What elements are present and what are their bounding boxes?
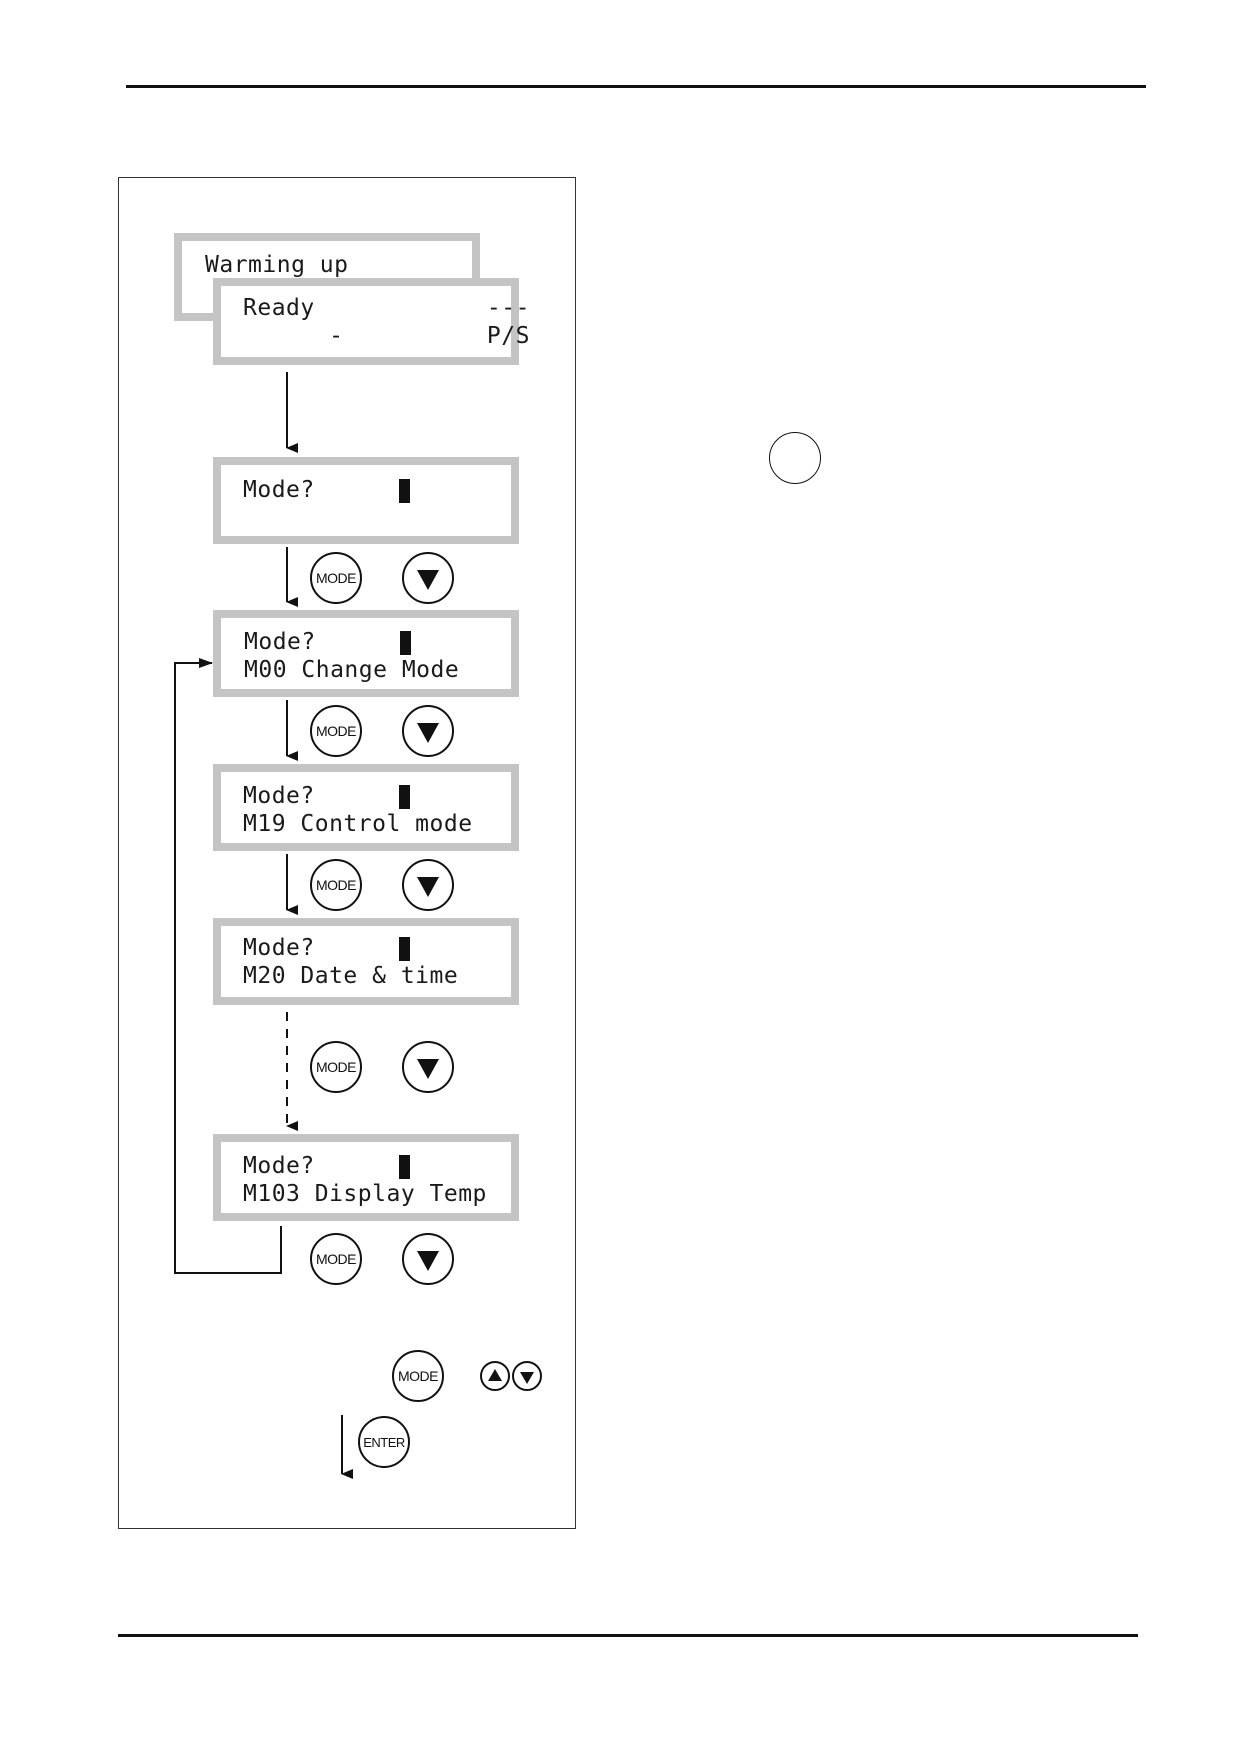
mode-button[interactable]: MODE xyxy=(310,705,362,757)
lcd-line-1: Ready --- xyxy=(243,295,530,321)
down-arrow-button[interactable] xyxy=(402,705,454,757)
lcd-mode-blank: Mode? xyxy=(213,457,519,544)
loop-back-line xyxy=(174,658,282,1274)
lcd-cursor xyxy=(399,479,410,503)
lcd-ready: Ready --- - P/S xyxy=(213,278,529,365)
mode-button[interactable]: MODE xyxy=(392,1350,444,1402)
lcd-cursor xyxy=(399,937,410,961)
down-triangle-icon xyxy=(417,1059,439,1079)
lcd-cursor xyxy=(400,631,411,655)
lcd-line-2: M20 Date & time xyxy=(243,963,459,989)
lcd-cursor xyxy=(399,1155,410,1179)
down-triangle-icon xyxy=(417,1251,439,1271)
lcd-m00: Mode? M00 Change Mode xyxy=(213,610,519,697)
lcd-line-1: Mode? xyxy=(243,1153,315,1179)
lcd-line-2: M19 Control mode xyxy=(243,811,473,837)
mode-button[interactable]: MODE xyxy=(310,1041,362,1093)
mode-button[interactable]: MODE xyxy=(310,552,362,604)
down-triangle-icon xyxy=(417,570,439,590)
mode-button[interactable]: MODE xyxy=(310,1233,362,1285)
mode-button[interactable]: MODE xyxy=(310,859,362,911)
lcd-line-2: M103 Display Temp xyxy=(243,1181,487,1207)
lcd-m103: Mode? M103 Display Temp xyxy=(213,1134,519,1221)
up-arrow-button[interactable] xyxy=(480,1361,510,1391)
lcd-m20: Mode? M20 Date & time xyxy=(213,918,519,1005)
lcd-line-1: Mode? xyxy=(243,783,315,809)
down-arrow-button[interactable] xyxy=(402,552,454,604)
lcd-line-1: Mode? xyxy=(243,477,315,503)
down-arrow-button[interactable] xyxy=(402,1233,454,1285)
diagram-panel xyxy=(118,177,576,1529)
lcd-line-1: Mode? xyxy=(244,629,316,655)
lcd-line-2: - P/S xyxy=(243,323,530,349)
top-rule xyxy=(126,85,1146,88)
down-triangle-icon xyxy=(520,1371,534,1384)
down-triangle-icon xyxy=(417,877,439,897)
down-triangle-icon xyxy=(417,723,439,743)
up-triangle-icon xyxy=(488,1368,502,1381)
lcd-cursor xyxy=(399,785,410,809)
blank-button-icon xyxy=(769,432,821,484)
down-arrow-button[interactable] xyxy=(402,859,454,911)
lcd-line-2: M00 Change Mode xyxy=(244,657,460,683)
lcd-line-1: Warming up xyxy=(205,252,349,278)
enter-button[interactable]: ENTER xyxy=(358,1416,410,1468)
down-arrow-button[interactable] xyxy=(512,1361,542,1391)
down-arrow-button[interactable] xyxy=(402,1041,454,1093)
lcd-m19: Mode? M19 Control mode xyxy=(213,764,519,851)
bottom-rule xyxy=(118,1634,1138,1637)
lcd-line-1: Mode? xyxy=(243,935,315,961)
